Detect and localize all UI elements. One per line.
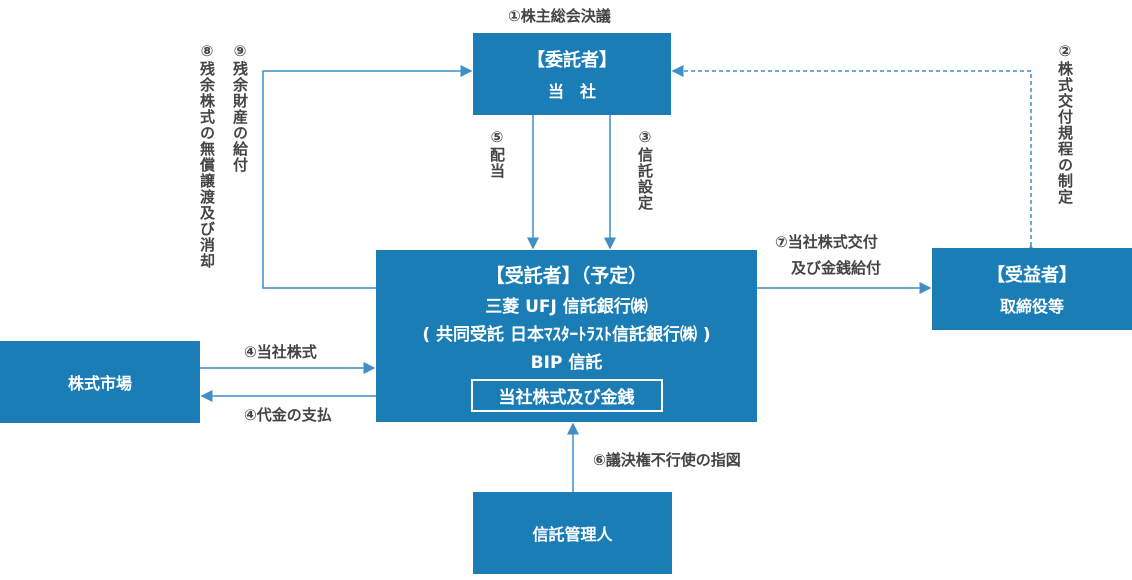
rules-dashed-arrow [671, 65, 1037, 257]
trustee-line1: 三菱 UFJ 信託銀行㈱ [485, 296, 648, 317]
trustee-line3: BIP 信託 [530, 352, 603, 373]
label-establish-rules: ②株式交付規程の制定 [1056, 42, 1074, 205]
beneficiary-box: 【受益者】 取締役等 [932, 248, 1132, 330]
beneficiary-title: 【受益者】 [987, 265, 1077, 286]
label-voting: ⑥議決権不行使の指図 [593, 451, 741, 469]
beneficiary-name: 取締役等 [999, 297, 1064, 316]
residual-arrow [262, 65, 473, 289]
trustee-line2: ( 共同受託 日本ﾏｽﾀｰﾄﾗｽﾄ信託銀行㈱ ) [422, 324, 711, 345]
label-deliver-1: ⑦当社株式交付 [775, 233, 878, 251]
label-free-transfer: ⑧残余株式の無償譲渡及び消却 [198, 42, 216, 269]
settlor-title: 【委託者】 [527, 50, 617, 71]
admin-name: 信託管理人 [532, 525, 613, 544]
trustee-box: 【受託者】（予定） 三菱 UFJ 信託銀行㈱ ( 共同受託 日本ﾏｽﾀｰﾄﾗｽﾄ… [376, 250, 757, 422]
label-shareholder-resolution: ①株主総会決議 [508, 7, 611, 25]
label-dividend: ⑤配当 [488, 128, 506, 179]
label-shares: ④当社株式 [244, 343, 317, 361]
settlor-box: 【委託者】 当 社 [473, 33, 671, 115]
label-deliver-2: 及び金銭給付 [791, 259, 882, 277]
trustee-title: 【受託者】（予定） [485, 264, 648, 287]
market-box: 株式市場 [0, 341, 200, 423]
settlor-name: 当 社 [547, 82, 596, 101]
label-trust-setup: ③信託設定 [636, 128, 654, 211]
market-name: 株式市場 [67, 374, 132, 393]
label-residual: ⑨残余財産の給付 [231, 42, 249, 173]
label-payment: ④代金の支払 [244, 406, 332, 424]
admin-box: 信託管理人 [473, 492, 672, 574]
trust-assets: 当社株式及び金銭 [470, 378, 663, 412]
